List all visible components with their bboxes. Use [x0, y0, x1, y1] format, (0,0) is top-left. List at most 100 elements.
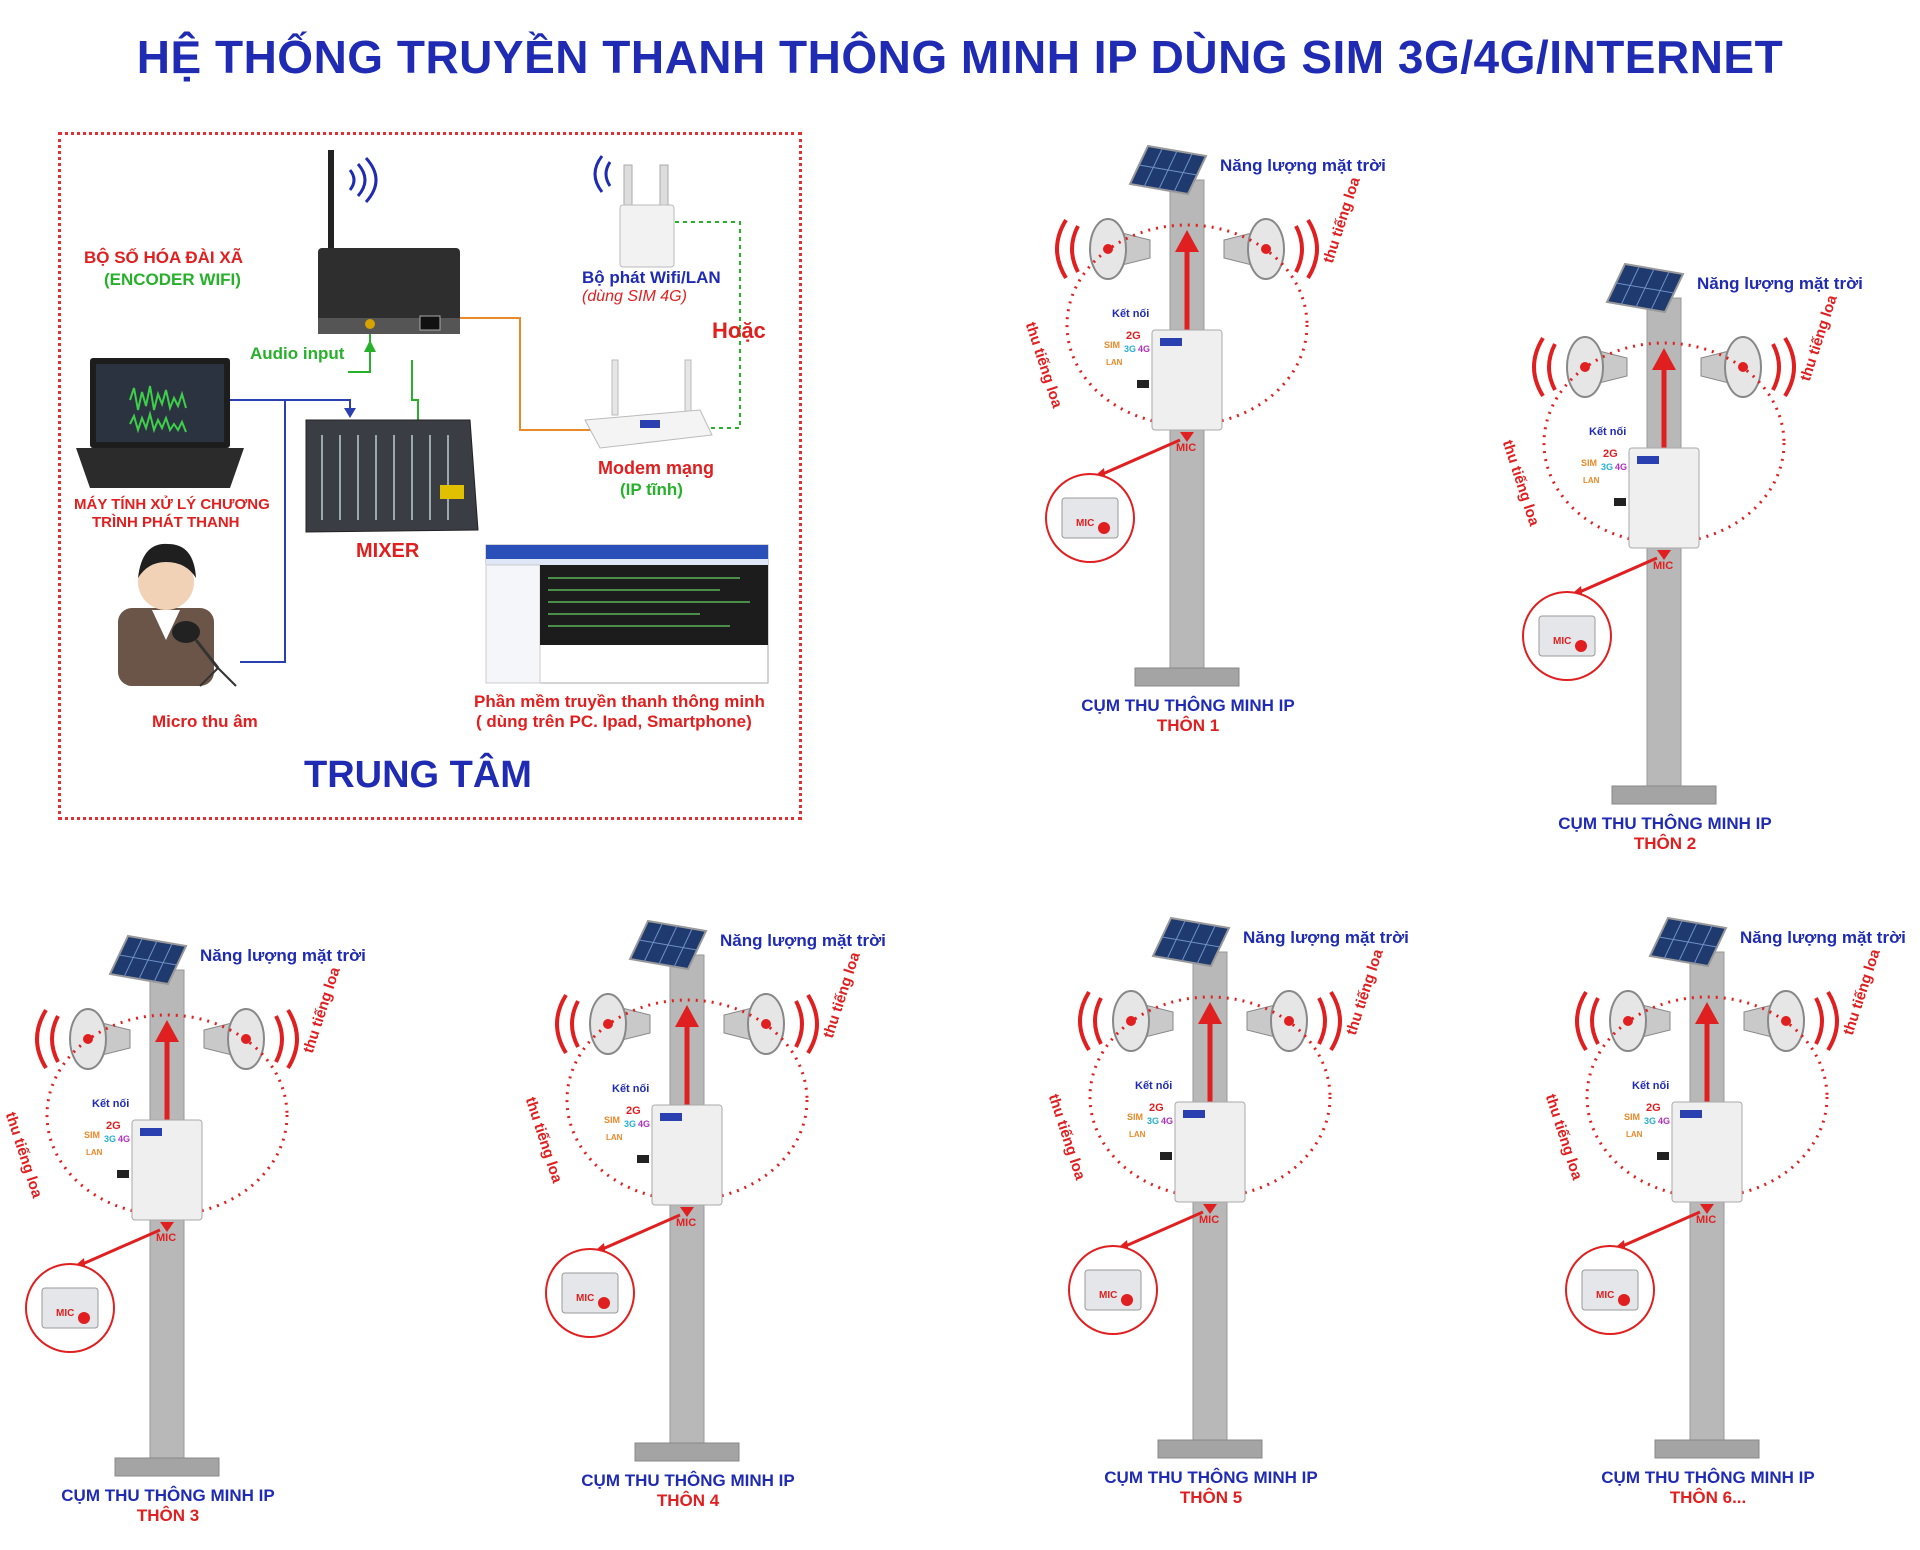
lan-label: LAN	[1583, 476, 1600, 485]
receiver-station-4: Năng lượng mặt trời Kết nối SIM 2G 3G 4G…	[520, 915, 886, 1510]
mic-inset-label: MIC	[56, 1308, 75, 1319]
modem-label: Modem mạng	[598, 458, 715, 478]
4g-label: 4G	[1615, 462, 1628, 472]
modem-sublabel: (IP tĩnh)	[620, 480, 683, 499]
solar-label: Năng lượng mặt trời	[1243, 928, 1409, 947]
lan-plug-icon	[117, 1170, 129, 1178]
receiver-station-5: Năng lượng mặt trời Kết nối SIM 2G 3G 4G…	[1043, 912, 1409, 1507]
mixer-audio-wire	[411, 360, 419, 428]
audio-input-arrow	[364, 340, 376, 352]
mic-label: MIC	[1199, 1214, 1220, 1226]
sound-pickup-loop	[1088, 995, 1332, 1199]
mic-label: MIC	[676, 1217, 697, 1229]
station-caption-title: CỤM THU THÔNG MINH IP	[61, 1486, 275, 1505]
mic-inset-label: MIC	[1596, 1290, 1615, 1301]
receiver-box	[131, 1119, 203, 1221]
sound-pickup-loop	[45, 1013, 289, 1217]
solar-label: Năng lượng mặt trời	[720, 931, 886, 950]
station-caption-title: CỤM THU THÔNG MINH IP	[1104, 1468, 1318, 1487]
4g-label: 4G	[118, 1134, 131, 1144]
lan-label: LAN	[86, 1148, 103, 1157]
station-graphic	[1068, 916, 1342, 1459]
mic-inset-label: MIC	[1099, 1290, 1118, 1301]
station-village: THÔN 3	[136, 1506, 200, 1525]
sound-wave-icon	[555, 993, 819, 1055]
mic-inset-label: MIC	[1076, 518, 1095, 529]
mic-label: MIC	[1653, 560, 1674, 572]
pole-base	[1157, 1439, 1263, 1459]
encoder-label: BỘ SỐ HÓA ĐÀI XÃ	[84, 248, 243, 267]
4g-label: 4G	[1138, 344, 1151, 354]
mic-label: MIC	[1176, 442, 1197, 454]
router-signal-icon	[593, 155, 612, 193]
3g-label: 3G	[104, 1134, 117, 1144]
wifi-modem-wire	[675, 221, 741, 429]
lan-plug-icon	[637, 1155, 649, 1163]
receiver-box	[1628, 447, 1700, 549]
lan-label: LAN	[1129, 1130, 1146, 1139]
lan-plug-icon	[1160, 1152, 1172, 1160]
receiver-box	[1151, 329, 1223, 431]
sound-pickup-loop	[1585, 995, 1829, 1199]
station-village: THÔN 6...	[1669, 1488, 1747, 1507]
lan-plug-icon	[1657, 1152, 1669, 1160]
mic-label: MIC	[1696, 1214, 1717, 1226]
pole-base	[1134, 667, 1240, 687]
audio-mixer	[305, 419, 479, 533]
receiver-station-2: Năng lượng mặt trời Kết nối SIM 2G 3G 4G…	[1497, 258, 1863, 853]
station-caption-title: CỤM THU THÔNG MINH IP	[1558, 814, 1772, 833]
connect-label: Kết nối	[1112, 308, 1150, 320]
connect-label: Kết nối	[1589, 426, 1627, 438]
3g-label: 3G	[1601, 462, 1614, 472]
station-caption-title: CỤM THU THÔNG MINH IP	[1601, 1468, 1815, 1487]
wifi-label: Bộ phát Wifi/LAN	[582, 268, 721, 287]
encoder-antenna	[328, 150, 334, 268]
station-graphic	[1045, 144, 1319, 687]
solar-label: Năng lượng mặt trời	[1740, 928, 1906, 947]
lan-label: LAN	[606, 1133, 623, 1142]
sound-wave-icon	[1575, 990, 1839, 1052]
3g-label: 3G	[1124, 344, 1137, 354]
station-caption: CỤM THU THÔNG MINH IP THÔN 3	[18, 1486, 318, 1526]
pc-mixer-wire	[225, 399, 351, 415]
micro-label: Micro thu âm	[152, 712, 258, 731]
2g-label: 2G	[1126, 330, 1141, 342]
encoder-sublabel: (ENCODER WIFI)	[104, 270, 241, 289]
3g-label: 3G	[1147, 1116, 1160, 1126]
sound-wave-icon	[1532, 336, 1796, 398]
encoder-device	[318, 248, 460, 334]
2g-label: 2G	[1603, 448, 1618, 460]
station-village: THÔN 5	[1179, 1488, 1243, 1507]
solar-label: Năng lượng mặt trời	[1220, 156, 1386, 175]
pc-label: MÁY TÍNH XỬ LÝ CHƯƠNG	[74, 496, 270, 513]
mic-inset-label: MIC	[576, 1293, 595, 1304]
sound-pickup-loop	[565, 998, 809, 1202]
station-village: THÔN 4	[656, 1491, 720, 1510]
station-graphic	[545, 919, 819, 1462]
station-village: THÔN 2	[1633, 834, 1697, 853]
sim-label: SIM	[1581, 458, 1598, 468]
wifi-signal-icon	[348, 156, 378, 204]
sim-label: SIM	[84, 1130, 101, 1140]
central-station-box	[58, 132, 802, 820]
2g-label: 2G	[1149, 1102, 1164, 1114]
lan-plug-icon	[1614, 498, 1626, 506]
connect-label: Kết nối	[1632, 1080, 1670, 1092]
3g-label: 3G	[624, 1119, 637, 1129]
receiver-box	[1671, 1101, 1743, 1203]
receiver-station-3: Năng lượng mặt trời Kết nối SIM 2G 3G 4G…	[0, 930, 366, 1525]
wifi-sublabel: (dùng SIM 4G)	[582, 288, 687, 305]
pole-base	[1611, 785, 1717, 805]
sound-pickup-loop	[1542, 341, 1786, 545]
lan-plug-icon	[1137, 380, 1149, 388]
station-caption: CỤM THU THÔNG MINH IP THÔN 5	[1061, 1468, 1361, 1508]
sim-label: SIM	[1127, 1112, 1144, 1122]
software-sublabel: ( dùng trên PC. Ipad, Smartphone)	[476, 712, 752, 731]
mic-label: MIC	[156, 1232, 177, 1244]
station-graphic	[1565, 916, 1839, 1459]
receiver-station-1: Năng lượng mặt trời Kết nối SIM 2G 3G 4G…	[1020, 140, 1386, 735]
sound-pickup-loop	[1065, 223, 1309, 427]
2g-label: 2G	[626, 1105, 641, 1117]
station-caption-title: CỤM THU THÔNG MINH IP	[581, 1471, 795, 1490]
